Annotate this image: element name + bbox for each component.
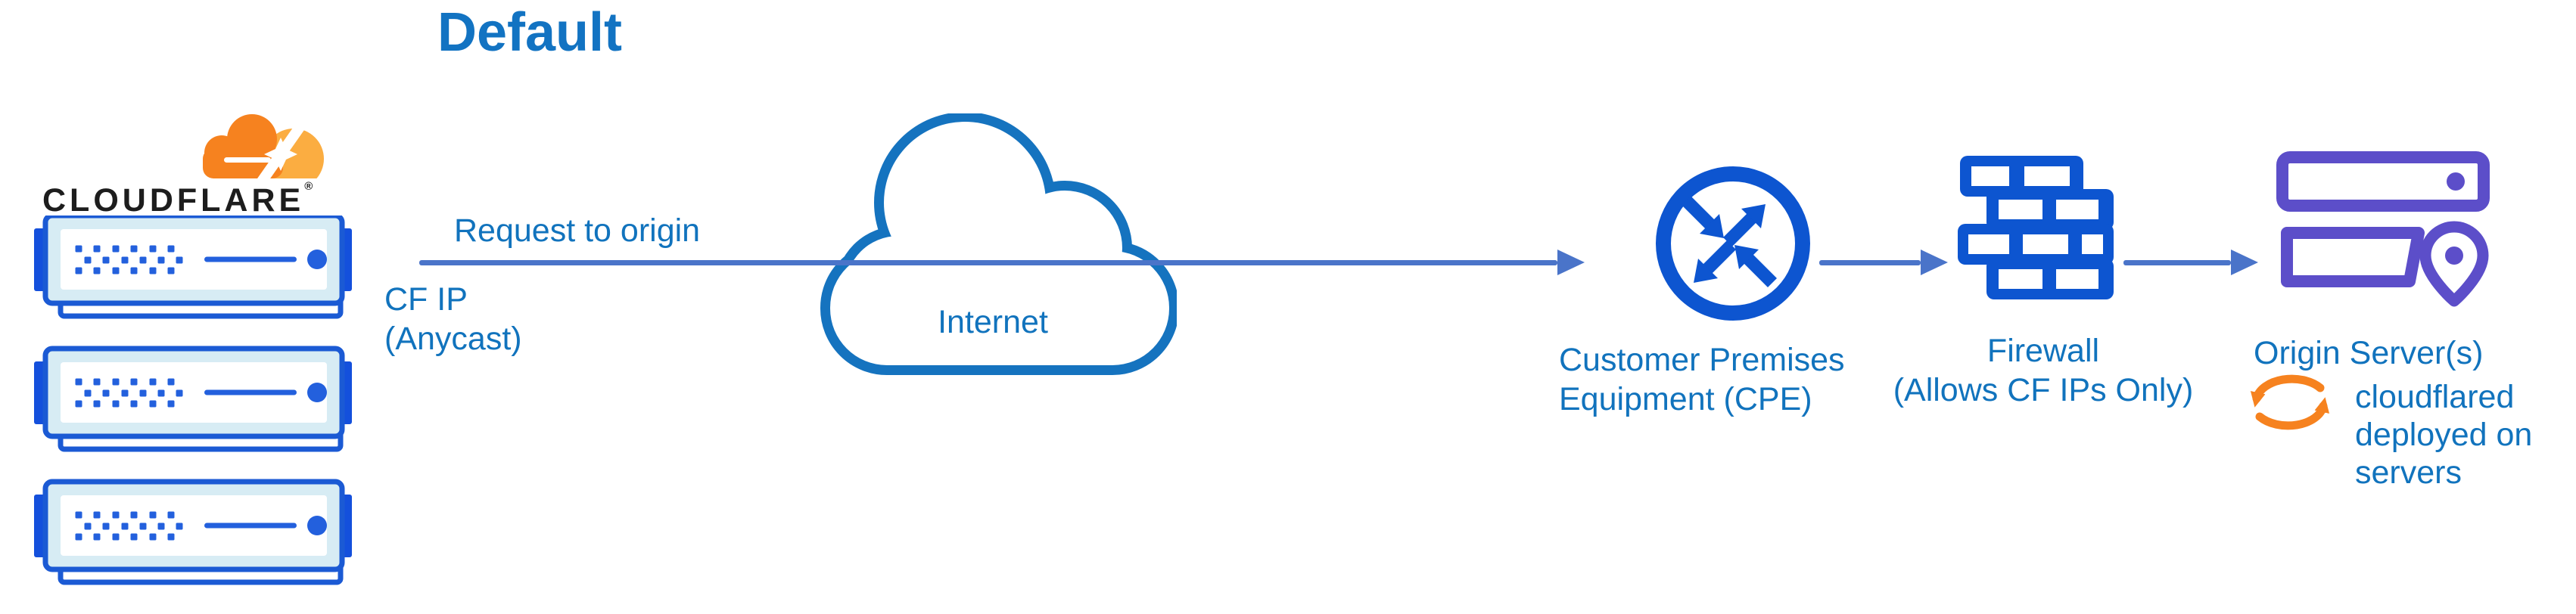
firewall-label: Firewall (Allows CF IPs Only) xyxy=(1846,331,2240,410)
request-to-origin-label: Request to origin xyxy=(454,211,700,250)
server-led-dot xyxy=(2447,172,2465,191)
edge-server-icon xyxy=(34,216,352,316)
location-pin-icon xyxy=(2419,221,2489,307)
edge-server-icon xyxy=(34,482,352,582)
cpe-line1: Customer Premises xyxy=(1559,342,1845,378)
arrow-firewall-to-origin-head xyxy=(2231,250,2258,275)
internet-cloud-icon xyxy=(820,113,1177,375)
request-to-origin-text: Request to origin xyxy=(454,212,701,249)
arrow-firewall-to-origin-line xyxy=(2123,260,2231,265)
cloudflare-logo-icon xyxy=(203,114,324,178)
cpe-line2: Equipment (CPE) xyxy=(1559,381,1812,417)
arrow-request-to-origin-head xyxy=(1557,250,1585,275)
cf-ip-line1: CF IP xyxy=(384,281,468,318)
arrow-cpe-to-firewall-head xyxy=(1921,250,1948,275)
cf-ip-anycast-label: CF IP (Anycast) xyxy=(384,280,522,358)
origin-server-icon xyxy=(2276,151,2490,307)
origin-servers-label: Origin Server(s) xyxy=(2254,333,2483,373)
cloudflared-sync-icon xyxy=(2250,374,2330,430)
internet-label: Internet xyxy=(898,302,1087,342)
firewall-line1: Firewall xyxy=(1986,333,2100,369)
cloudflared-label: cloudflared deployed on servers xyxy=(2355,378,2532,492)
cloudflare-wordmark-text: CLOUDFLARE xyxy=(42,182,305,219)
arrow-request-to-origin-line xyxy=(419,260,1557,265)
cf-ip-line2: (Anycast) xyxy=(384,321,522,357)
firewall-line2: (Allows CF IPs Only) xyxy=(1893,372,2194,408)
arrow-cpe-to-firewall-line xyxy=(1819,260,1921,265)
cloudflared-line2: deployed on xyxy=(2355,417,2533,453)
firewall-brick-icon xyxy=(1958,156,2114,299)
internet-text: Internet xyxy=(938,304,1048,340)
cloudflare-wordmark: CLOUDFLARE® xyxy=(42,180,313,219)
registered-mark: ® xyxy=(304,180,313,193)
cloudflared-line1: cloudflared xyxy=(2355,379,2515,415)
cloudflared-line3: servers xyxy=(2355,454,2462,491)
origin-servers-text: Origin Server(s) xyxy=(2254,335,2484,371)
cpe-router-icon xyxy=(1656,166,1810,321)
page-title: Default xyxy=(437,2,623,63)
cpe-label: Customer Premises Equipment (CPE) xyxy=(1559,340,1845,419)
edge-server-icon xyxy=(34,349,352,449)
cloudflare-servers-stack xyxy=(30,216,356,594)
